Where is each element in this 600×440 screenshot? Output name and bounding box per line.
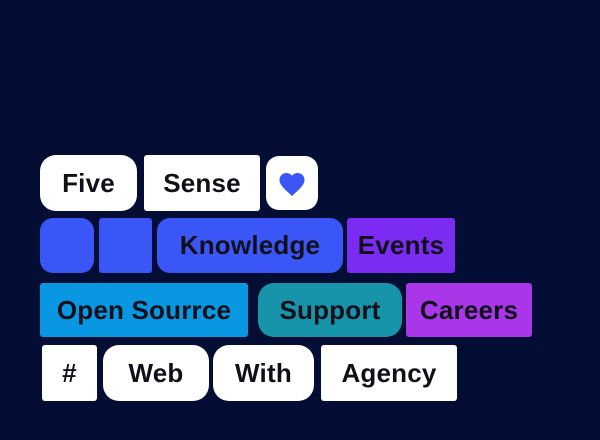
tag-careers[interactable]: Careers	[406, 283, 532, 337]
tag-open-source-label: Open Sourrce	[56, 294, 232, 325]
tag-web-label: Web	[128, 357, 184, 388]
blue-square-rounded[interactable]	[40, 218, 94, 273]
tag-careers-label: Careers	[419, 294, 519, 325]
tag-five[interactable]: Five	[40, 155, 137, 211]
tag-agency[interactable]: Agency	[321, 345, 457, 401]
heart-icon	[277, 169, 307, 197]
tag-web[interactable]: Web	[103, 345, 209, 401]
tag-five-label: Five	[62, 167, 115, 198]
heart-button[interactable]	[266, 156, 318, 210]
tag-hash[interactable]: #	[42, 345, 97, 401]
tag-sense-label: Sense	[163, 167, 241, 198]
blue-square[interactable]	[99, 218, 152, 273]
tag-knowledge[interactable]: Knowledge	[157, 218, 343, 273]
tag-events[interactable]: Events	[347, 218, 455, 273]
tag-support[interactable]: Support	[258, 283, 402, 337]
tag-with[interactable]: With	[213, 345, 314, 401]
tag-open-source[interactable]: Open Sourrce	[40, 283, 248, 337]
tag-knowledge-label: Knowledge	[179, 230, 321, 260]
hash-icon: #	[62, 357, 77, 388]
tag-events-label: Events	[357, 230, 445, 260]
tag-sense[interactable]: Sense	[144, 155, 260, 211]
tag-agency-label: Agency	[341, 357, 437, 388]
tag-with-label: With	[235, 357, 292, 388]
tag-support-label: Support	[279, 294, 381, 325]
